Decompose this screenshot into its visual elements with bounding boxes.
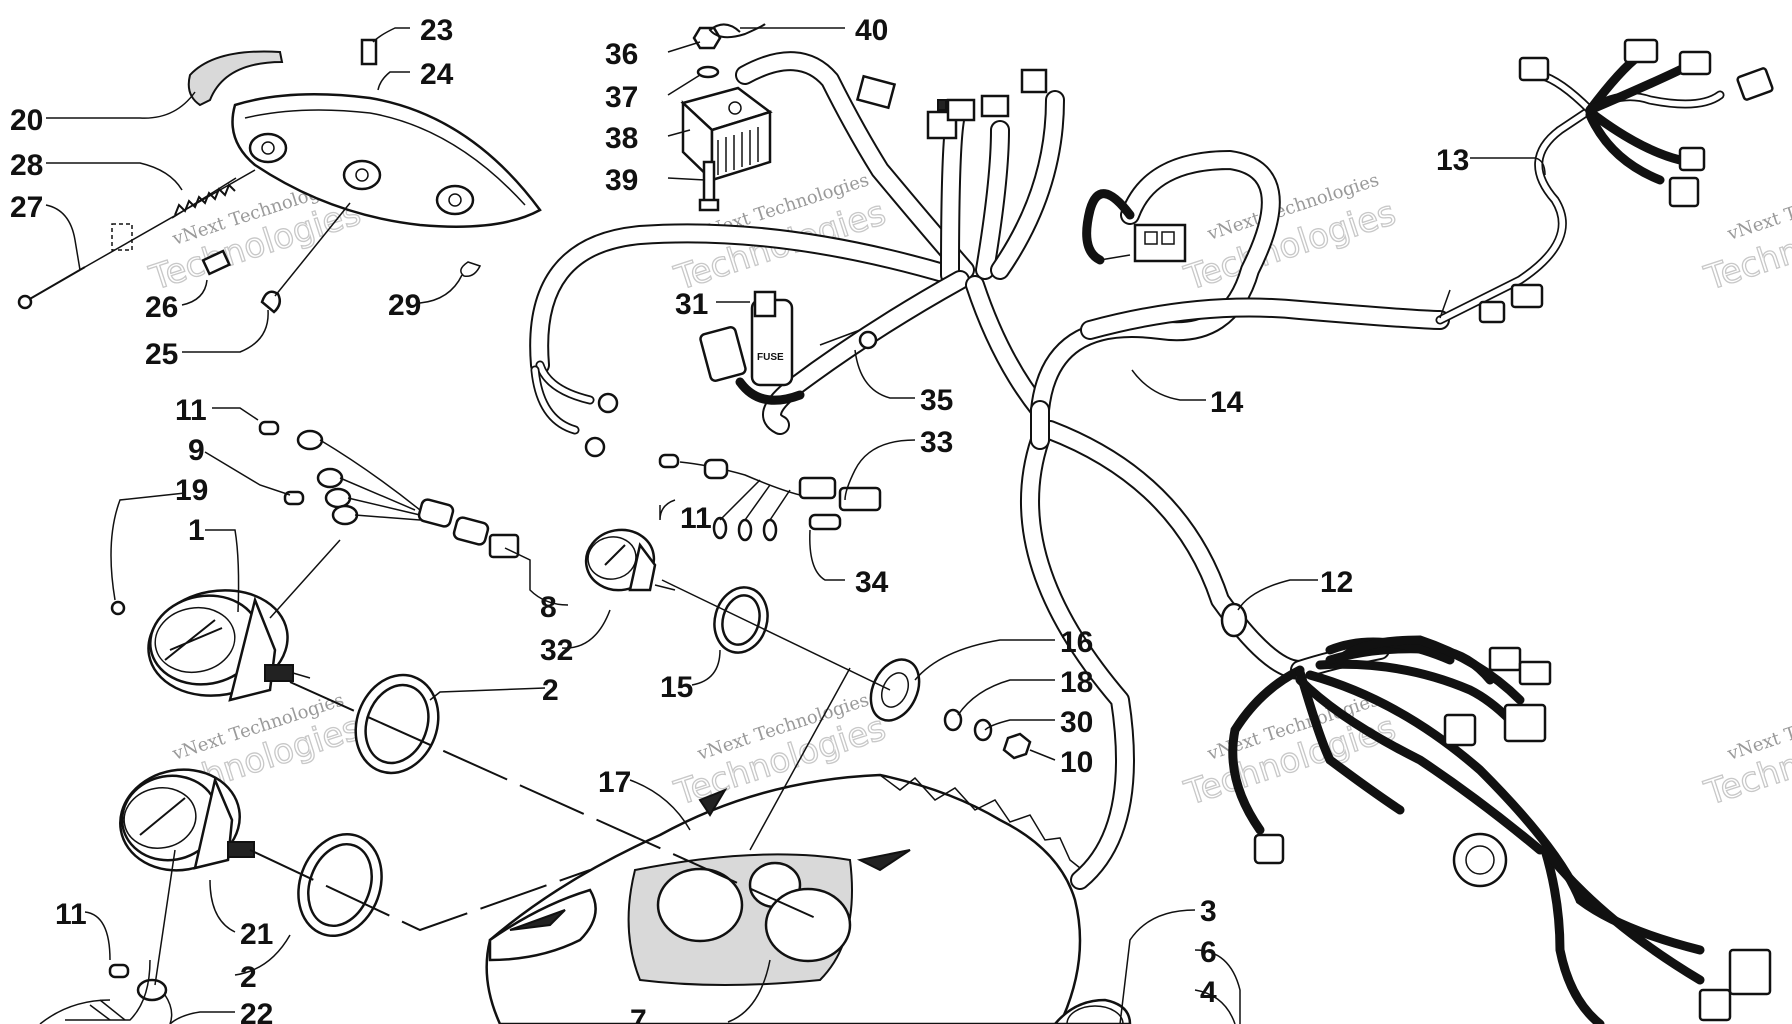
harness-connectors-top (855, 68, 1048, 140)
callout-2: 2 (542, 674, 559, 707)
bracket-part (111, 223, 133, 251)
lower-gauge-wiring (89, 849, 176, 1024)
callout-18: 18 (1060, 666, 1093, 699)
callout-23: 23 (420, 14, 453, 47)
callout-10: 10 (1060, 746, 1093, 779)
tachometer-gauge (119, 768, 255, 872)
callout-15: 15 (660, 671, 693, 704)
fuse-label: FUSE (757, 352, 784, 363)
callout-38: 38 (605, 122, 638, 155)
sub-harness-12 (1220, 602, 1772, 1024)
callout-36: 36 (605, 38, 638, 71)
clip-23 (360, 38, 378, 66)
callout-31: 31 (675, 288, 708, 321)
callout-1: 1 (188, 514, 205, 547)
callout-6: 6 (1200, 936, 1217, 969)
callout-2: 2 (240, 961, 257, 994)
callout-3: 3 (1200, 895, 1217, 928)
callout-39: 39 (605, 164, 638, 197)
callout-32: 32 (540, 634, 573, 667)
callout-11: 11 (680, 502, 712, 535)
bulb-29 (460, 261, 482, 278)
callout-40: 40 (855, 14, 888, 47)
callout-8: 8 (540, 591, 557, 624)
bezel-ring-2-lower (297, 833, 383, 937)
dash-panel (485, 773, 1082, 1024)
headlight-assembly (231, 93, 542, 228)
callout-35: 35 (920, 384, 953, 417)
callout-24: 24 (420, 58, 454, 91)
callout-28: 28 (10, 149, 43, 182)
callout-34: 34 (855, 566, 889, 599)
callout-13: 13 (1436, 144, 1469, 177)
callout-27: 27 (10, 191, 43, 224)
callout-11: 11 (55, 898, 87, 931)
callout-12: 12 (1320, 566, 1353, 599)
watermark-outline: Technologies (1699, 708, 1792, 814)
small-gauge-32 (584, 528, 676, 592)
callout-17: 17 (598, 766, 631, 799)
callout-25: 25 (145, 338, 178, 371)
fuse-holder: FUSE (699, 290, 878, 405)
callout-labels: 20 28 27 23 24 26 25 29 36 37 38 39 40 3… (10, 14, 1469, 1024)
callout-22: 22 (240, 998, 273, 1024)
adjust-screw-27 (17, 169, 256, 310)
callout-29: 29 (388, 289, 421, 322)
connector-33 (658, 453, 882, 542)
callout-4: 4 (1200, 976, 1217, 1009)
bulb-socket-26 (201, 249, 232, 276)
leader-lines (39, 27, 1546, 1024)
callout-33: 33 (920, 426, 953, 459)
bezel-ring-15 (713, 586, 769, 654)
assembly-lines (249, 579, 891, 932)
connector-loop (1082, 189, 1187, 265)
bezel-ring-2-upper (354, 673, 440, 775)
callout-26: 26 (145, 291, 178, 324)
callout-7: 7 (630, 1004, 647, 1024)
speedometer-gauge (110, 589, 311, 702)
callout-20: 20 (10, 104, 43, 137)
callout-16: 16 (1060, 626, 1093, 659)
callout-11: 11 (175, 394, 207, 427)
switch-and-fasteners (869, 658, 1032, 760)
callout-14: 14 (1210, 386, 1244, 419)
gauge-wiring-harness (258, 420, 520, 619)
main-wiring-harness-14 (529, 51, 1450, 890)
voltage-regulator (680, 23, 773, 212)
connector-25 (260, 202, 351, 314)
callout-9: 9 (188, 434, 205, 467)
sub-harness-13 (1435, 38, 1774, 325)
callout-21: 21 (240, 918, 273, 951)
callout-30: 30 (1060, 706, 1093, 739)
callout-19: 19 (175, 474, 208, 507)
bottom-round-parts (1053, 998, 1132, 1024)
ring-terminals (530, 360, 619, 458)
callout-37: 37 (605, 81, 638, 114)
